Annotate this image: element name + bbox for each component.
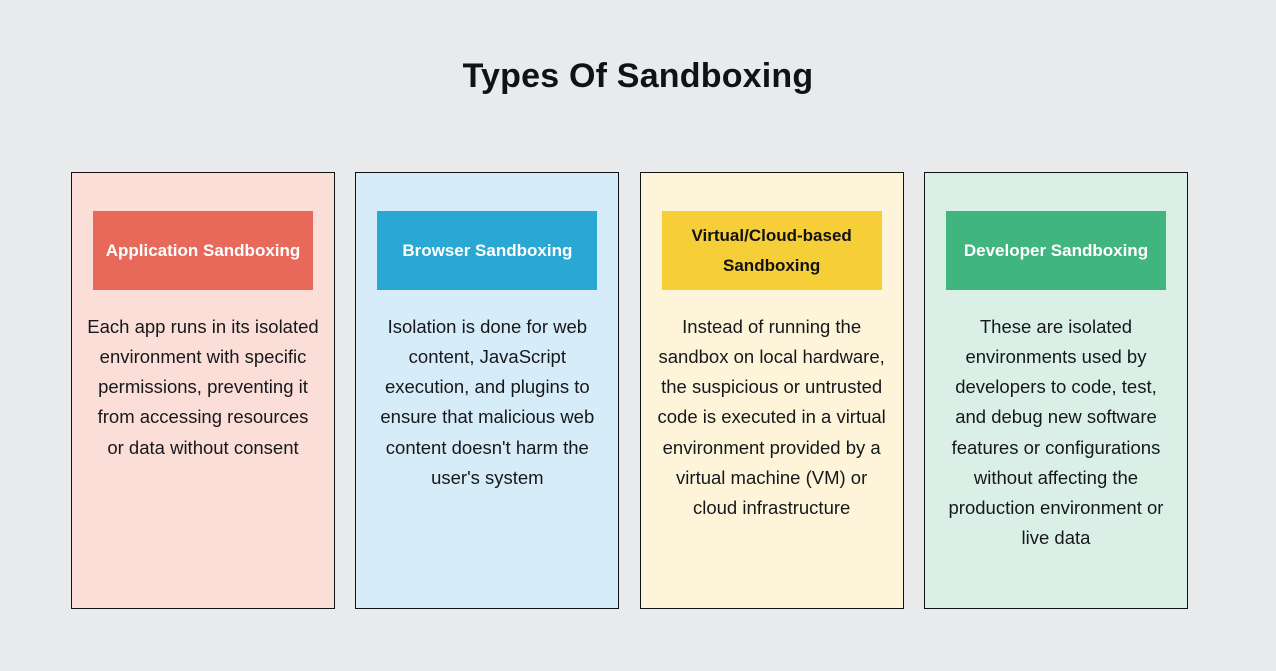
card-body-application-sandboxing: Each app runs in its isolated environmen… [87,316,319,458]
card-header-virtual-cloud-based-sandboxing: Virtual/Cloud-based Sandboxing [661,211,882,290]
card-header-application-sandboxing: Application Sandboxing [93,211,313,290]
card-application-sandboxing: Application Sandboxing Each app runs in … [71,172,335,609]
card-body-developer-sandboxing: These are isolated environments used by … [948,316,1164,548]
card-browser-sandboxing: Browser Sandboxing Isolation is done for… [355,172,620,609]
card-virtual-cloud-based-sandboxing: Virtual/Cloud-based Sandboxing Instead o… [639,172,904,609]
card-header-developer-sandboxing: Developer Sandboxing [945,211,1166,290]
card-developer-sandboxing: Developer Sandboxing These are isolated … [923,172,1188,609]
card-body-browser-sandboxing: Isolation is done for web content, JavaS… [380,316,595,488]
card-header-browser-sandboxing: Browser Sandboxing [377,211,598,290]
page-title: Types Of Sandboxing [462,57,814,95]
card-body-virtual-cloud-based-sandboxing: Instead of running the sandbox on local … [657,316,886,518]
sandboxing-types-card-row: Application Sandboxing Each app runs in … [71,172,1188,609]
